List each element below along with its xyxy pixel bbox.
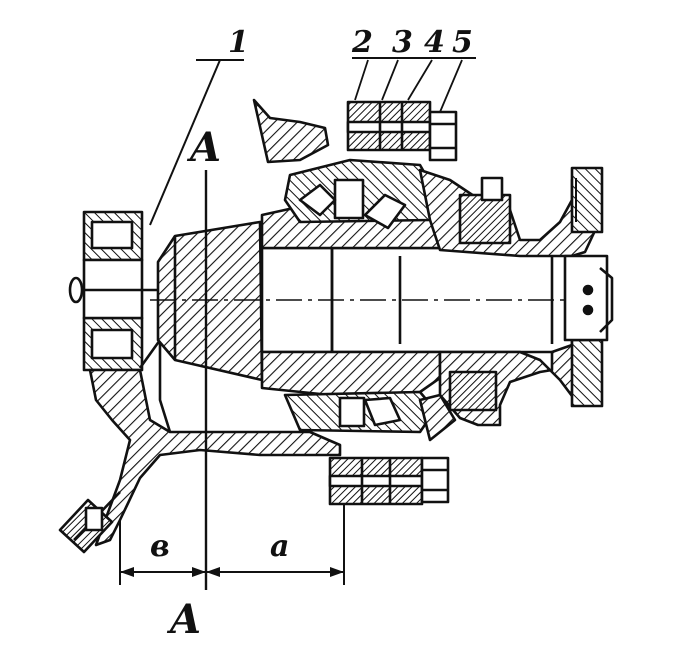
bevel-pinion — [156, 220, 264, 382]
lower-left-bolt — [58, 491, 121, 554]
left-flange — [68, 210, 160, 372]
housing-casting — [88, 338, 342, 547]
part-label-1: 1 — [228, 25, 249, 60]
top-arm — [252, 98, 330, 164]
upper-bearing — [283, 158, 442, 230]
right-end-flange — [563, 166, 614, 408]
part-label-5: 5 — [452, 25, 473, 60]
section-label-top: A — [190, 124, 222, 171]
lower-bearing — [283, 390, 437, 434]
dimension-label-b: в — [150, 529, 170, 564]
dimension-label-a: a — [270, 529, 290, 564]
top-bolt-assembly — [346, 100, 458, 162]
right-upper-casing — [418, 168, 602, 258]
part-label-2: 2 — [352, 25, 373, 60]
dimension-lines — [119, 505, 345, 585]
part-label-4: 4 — [424, 25, 445, 60]
section-label-bottom: A — [170, 596, 202, 643]
part-label-3: 3 — [392, 25, 413, 60]
hub-lower — [260, 350, 442, 397]
leader-line-1b — [149, 59, 221, 226]
right-lower-casing — [418, 343, 602, 442]
bottom-bolt-assembly — [328, 456, 450, 506]
